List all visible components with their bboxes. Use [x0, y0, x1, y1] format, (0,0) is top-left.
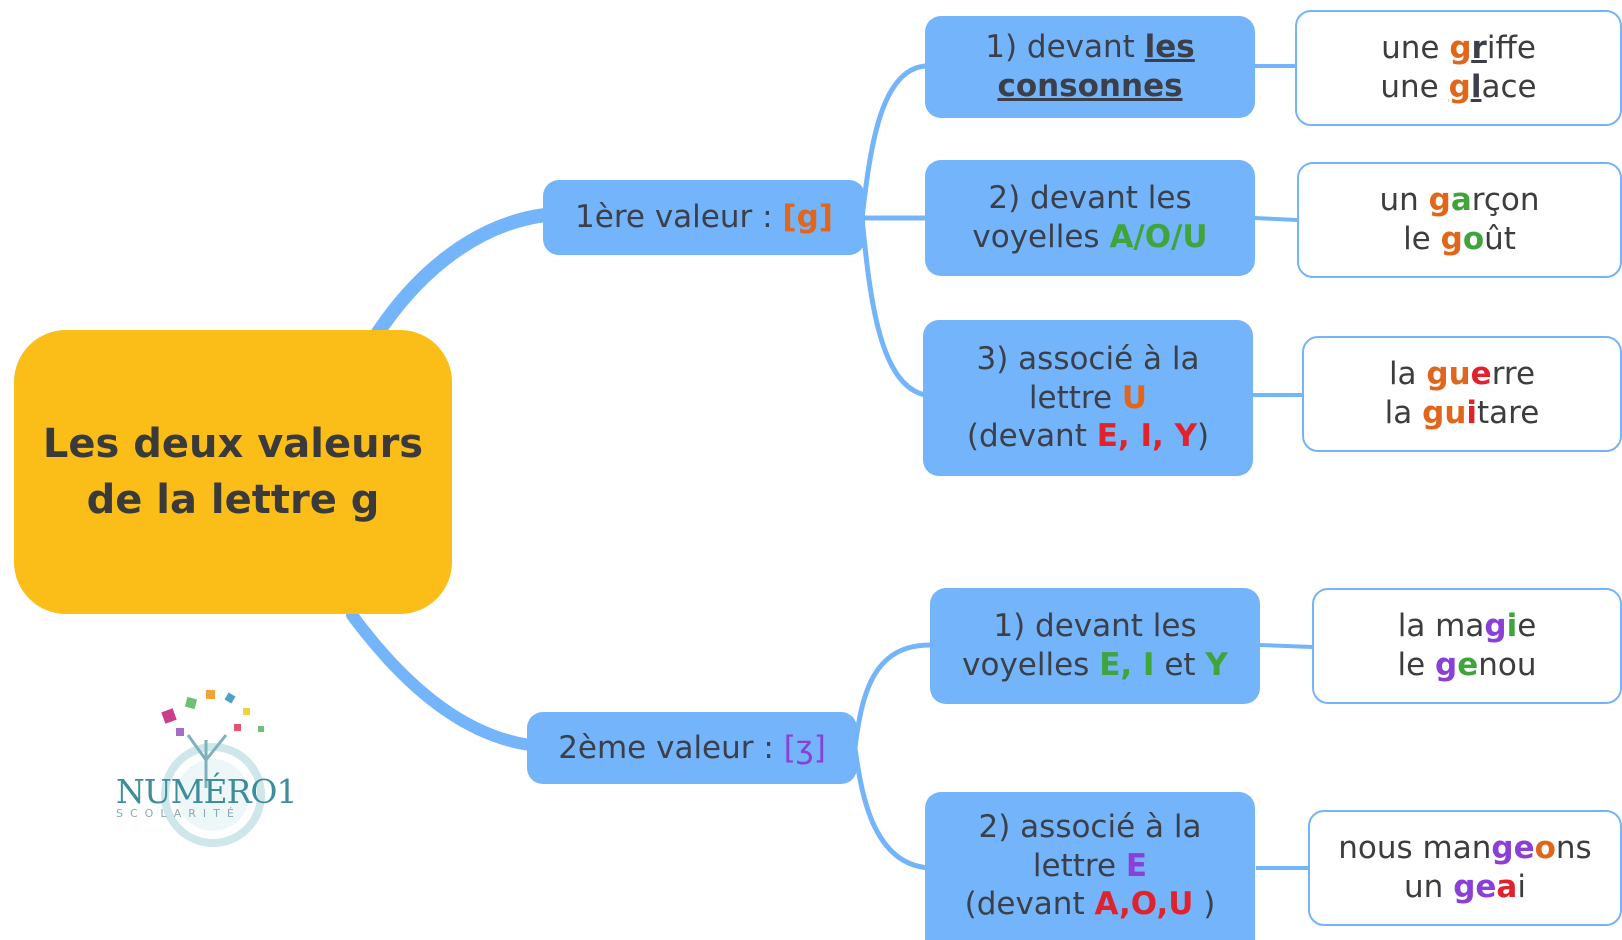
rule-1-2-line1: 2) devant les	[988, 180, 1192, 217]
rule-2-2-close: )	[1193, 886, 1216, 923]
rule-2-1-text: voyelles	[962, 647, 1100, 683]
example-word: le genou	[1397, 647, 1537, 683]
rule-1-2-em: A/O/U	[1109, 219, 1208, 255]
example-garcon-gout[interactable]: un garçon le goût	[1297, 162, 1622, 278]
example-word: une glace	[1380, 69, 1537, 105]
rule-1-3-em: U	[1121, 379, 1148, 416]
connector-branch1-rule3	[859, 217, 926, 398]
rule-1-2-text: voyelles	[972, 219, 1110, 255]
logo-graphic	[161, 690, 265, 847]
rule-1-1-em: les	[1144, 29, 1195, 66]
rule-2-2-line1: 2) associé à la	[978, 808, 1202, 845]
branch1-label: 1ère valeur :	[575, 199, 783, 236]
rule-1-1-em2: consonnes	[997, 68, 1183, 104]
rule-1-3-em3: E, I, Y	[1096, 418, 1198, 455]
rule-2-2-em: E	[1125, 847, 1148, 884]
branch2-symbol: [ʒ]	[783, 729, 826, 766]
connector-central-to-branch1	[363, 208, 552, 352]
branch2-label: 2ème valeur :	[558, 729, 784, 766]
rule-1-2-voyelles[interactable]: 2) devant les voyelles A/O/U	[925, 160, 1255, 276]
rule-2-1-line1: 1) devant les	[993, 608, 1197, 645]
example-word: un geai	[1404, 869, 1526, 905]
example-word: la magie	[1397, 608, 1537, 645]
example-word: la guitare	[1384, 395, 1540, 431]
example-magie-genou[interactable]: la magie le genou	[1312, 588, 1622, 704]
connector-central-to-branch2	[346, 609, 536, 751]
rule-1-1-consonnes[interactable]: 1) devant les consonnes	[925, 16, 1255, 118]
rule-2-2-lettre-e[interactable]: 2) associé à la lettre E (devant A,O,U )	[925, 792, 1255, 940]
rule-1-3-line1: 3) associé à la	[976, 340, 1200, 377]
connector-rule-leaf-4	[1259, 643, 1313, 649]
branch1-symbol: [g]	[782, 199, 833, 236]
rule-1-1-text: 1) devant	[985, 29, 1145, 66]
branch-2eme-valeur[interactable]: 2ème valeur : [ʒ]	[527, 712, 857, 784]
rule-2-1-mid: et	[1154, 647, 1206, 683]
central-title-line1: Les deux valeurs	[42, 421, 424, 467]
central-title-line2: de la lettre g	[86, 477, 380, 523]
example-guerre-guitare[interactable]: la guerre la guitare	[1302, 336, 1622, 452]
rule-2-2-text: lettre	[1032, 847, 1126, 884]
rule-1-3-text3: (devant	[966, 418, 1097, 455]
connector-branch2-rule1	[852, 642, 931, 749]
rule-2-1-em1: E, I	[1099, 647, 1155, 683]
connector-branch1-rule1	[859, 63, 926, 219]
example-word: nous mangeons	[1338, 830, 1592, 867]
rule-2-2-text3: (devant	[964, 886, 1095, 923]
rule-1-3-lettre-u[interactable]: 3) associé à la lettre U (devant E, I, Y…	[923, 320, 1253, 476]
logo-tagline: SCOLARITÉ	[116, 807, 241, 820]
example-word: la guerre	[1388, 356, 1536, 393]
central-topic[interactable]: Les deux valeurs de la lettre g	[20, 336, 446, 608]
rule-1-3-text: lettre	[1028, 379, 1122, 416]
connector-rule-leaf-2	[1253, 216, 1298, 222]
example-griffe-glace[interactable]: une griffe une glace	[1295, 10, 1622, 126]
logo-name: NUMÉRO1	[116, 772, 297, 811]
connector-branch2-rule2	[852, 747, 931, 871]
branch-1ere-valeur[interactable]: 1ère valeur : [g]	[543, 180, 865, 255]
rule-2-1-voyelles[interactable]: 1) devant les voyelles E, I et Y	[930, 588, 1260, 704]
rule-2-2-em3: A,O,U	[1094, 886, 1194, 923]
example-mangeons-geai[interactable]: nous mangeons un geai	[1308, 810, 1622, 926]
example-word: le goût	[1403, 221, 1516, 257]
numero1-logo: NUMÉRO1 SCOLARITÉ	[108, 680, 298, 850]
rule-2-1-em2: Y	[1205, 647, 1228, 683]
example-word: une griffe	[1381, 30, 1536, 67]
rule-1-3-close: )	[1197, 418, 1210, 455]
example-word: un garçon	[1379, 182, 1540, 219]
